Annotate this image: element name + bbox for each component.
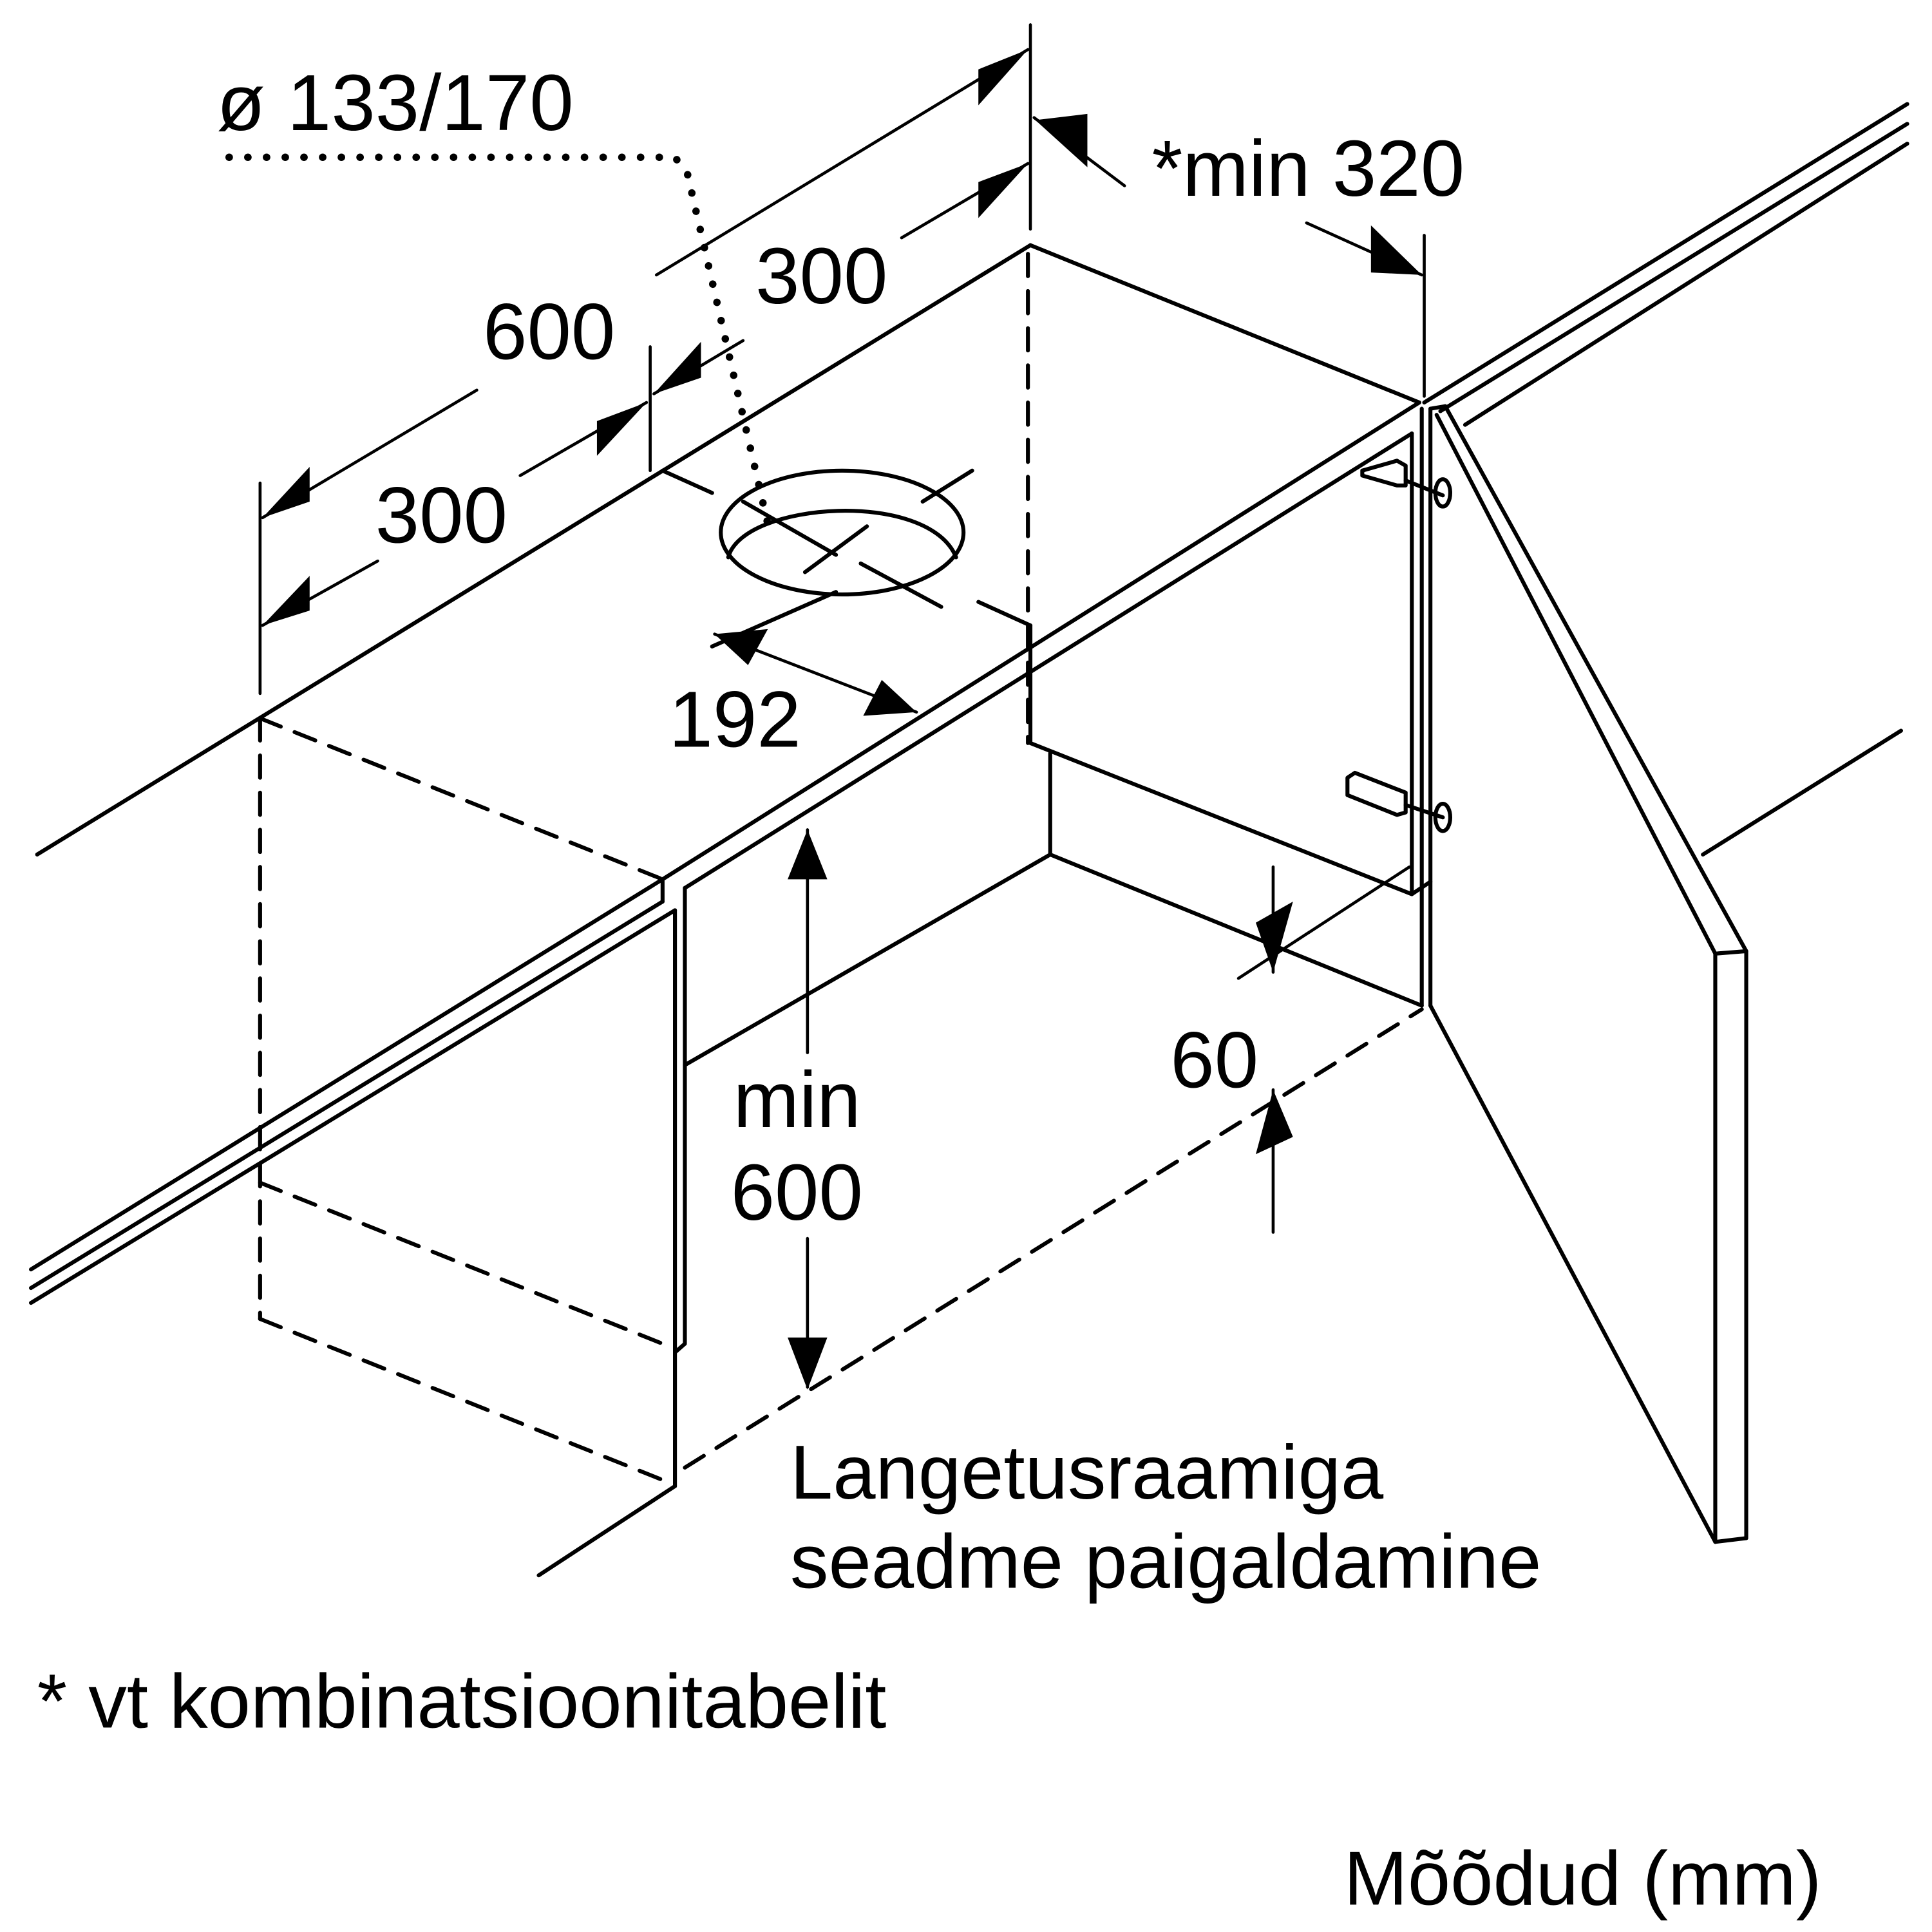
label-min-height-600: 600 (731, 1149, 863, 1237)
countertop-rails-left (29, 243, 1421, 1305)
cabinet-front-panel (536, 852, 1052, 1578)
open-door-panel (1428, 404, 1748, 1544)
dim-192 (713, 629, 918, 716)
label-width-300-back: 300 (755, 232, 887, 321)
countertop-rails-right (1422, 102, 1909, 857)
footnote: * vt kombinatsioonitabelit (37, 1659, 887, 1745)
label-min-320: *min 320 (1151, 125, 1464, 213)
cutout-outline (660, 468, 1033, 745)
diagram-title-line1: Langetusraamiga (790, 1430, 1384, 1515)
duct-opening-icon (719, 468, 966, 609)
label-192: 192 (668, 676, 800, 764)
hinge-bottom-icon (1345, 770, 1452, 833)
units-label: Mõõdud (mm) (1344, 1836, 1822, 1922)
label-duct-diameter: ø 133/170 (217, 59, 574, 147)
duct-leader-dotted (225, 153, 774, 539)
cabinet-inner (1028, 243, 1433, 1008)
dim-min-320 (1032, 113, 1426, 398)
label-min-height-min: min (733, 1056, 860, 1144)
appliance-outline-hidden (258, 252, 1424, 1482)
hinge-top-icon (1360, 459, 1452, 509)
diagram-title-line2: seadme paigaldamine (790, 1519, 1541, 1604)
dim-min-600-height (788, 828, 828, 1390)
label-60: 60 (1170, 1016, 1258, 1104)
label-width-600: 600 (483, 289, 615, 377)
dim-60 (1236, 865, 1411, 1234)
label-width-300-front: 300 (375, 471, 507, 560)
